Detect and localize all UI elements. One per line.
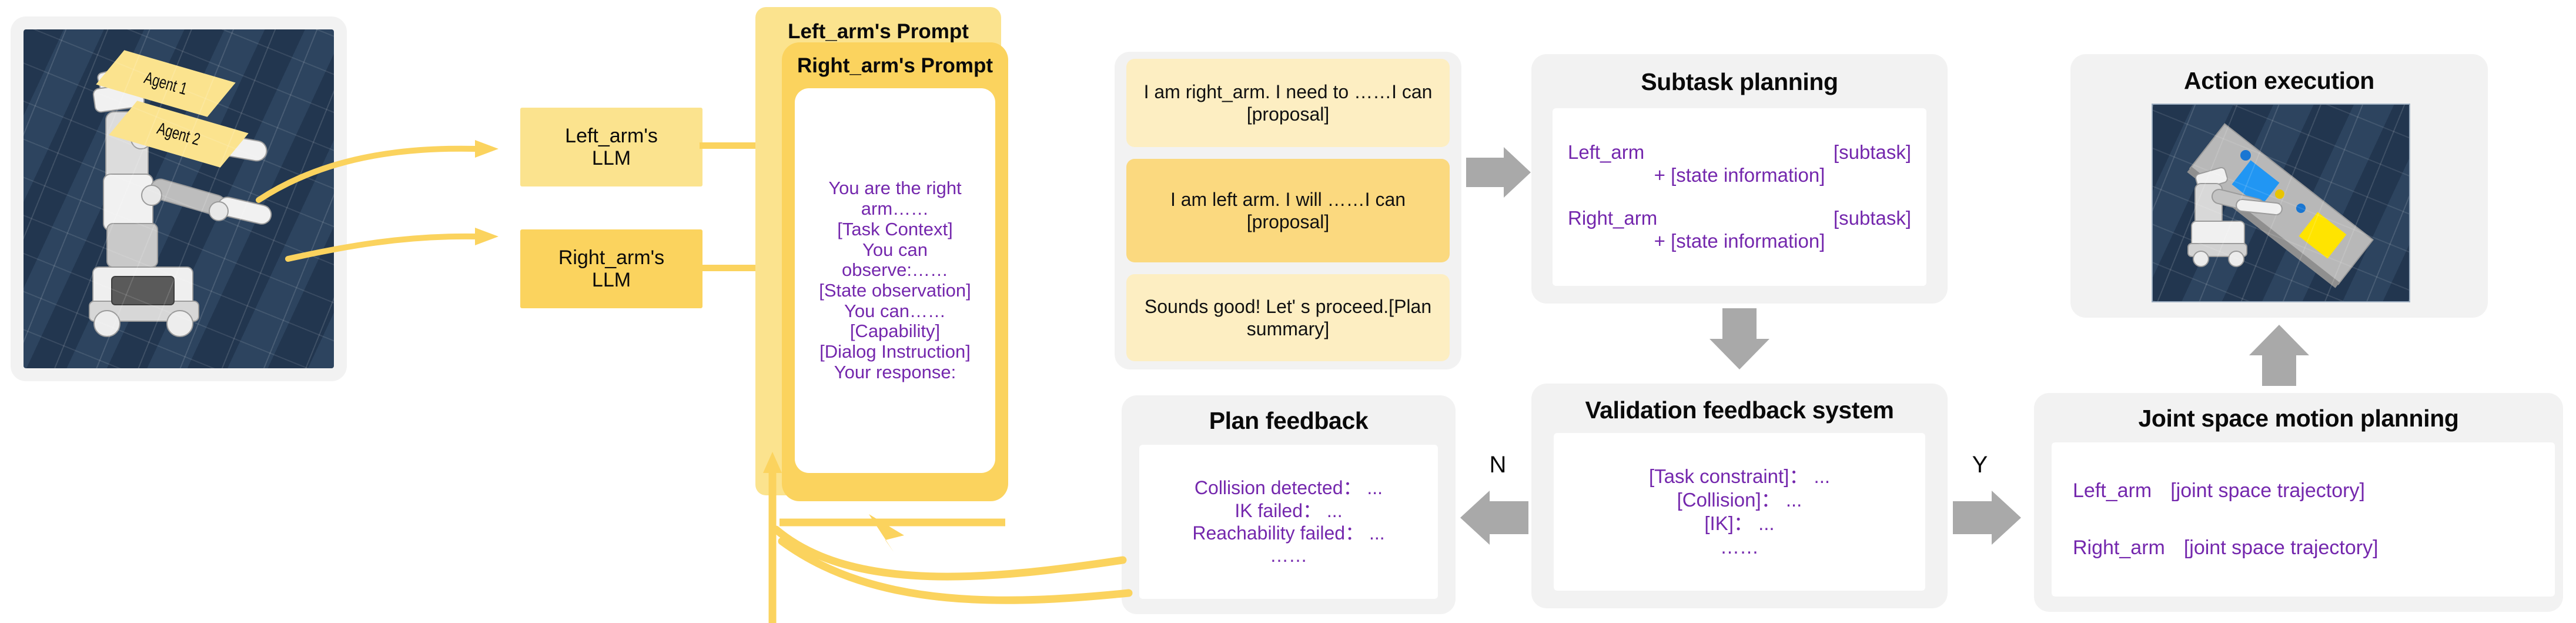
joint-space-body: Left_arm [joint space trajectory] Right_… — [2052, 442, 2555, 597]
feedback-loop-arrows — [763, 452, 1133, 623]
action-scene-illustration — [2187, 123, 2374, 288]
subtask-row-task: [subtask] — [1833, 207, 1911, 229]
validation-line: [IK]： ... — [1704, 512, 1775, 534]
joint-space-panel: Joint space motion planning Left_arm [jo… — [2034, 393, 2563, 612]
joint-space-row-arm: Left_arm — [2073, 479, 2152, 502]
validation-line: …… — [1720, 536, 1759, 558]
action-execution-panel: Action execution — [2070, 54, 2488, 318]
prompt-line: observe:…… — [842, 259, 948, 281]
right-arm-prompt-body: You are the right arm…… [Task Context] Y… — [795, 88, 995, 473]
dialogue-bubble-1[interactable]: I am right_arm. I need to ……I can [propo… — [1126, 59, 1450, 147]
prompt-line: [Task Context] — [837, 218, 953, 239]
subtask-planning-panel: Subtask planning Left_arm [subtask] + [s… — [1531, 54, 1948, 304]
joint-space-row-traj: [joint space trajectory] — [2170, 479, 2365, 502]
branch-label-no: N — [1489, 452, 1507, 478]
validation-feedback-panel: Validation feedback system [Task constra… — [1531, 384, 1948, 608]
plan-feedback-body: Collision detected： ... IK failed： ... R… — [1139, 445, 1438, 599]
validation-feedback-title: Validation feedback system — [1585, 397, 1894, 424]
prompt-line: You are the right — [828, 178, 962, 199]
dialogue-panel: I am right_arm. I need to ……I can [propo… — [1115, 52, 1461, 369]
plan-feedback-title: Plan feedback — [1209, 407, 1369, 434]
subtask-row-arm: Right_arm — [1568, 207, 1658, 229]
joint-space-title: Joint space motion planning — [2138, 405, 2459, 432]
dialogue-bubble-3[interactable]: Sounds good! Let' s proceed.[Plan summar… — [1126, 274, 1450, 361]
subtask-row-task: [subtask] — [1833, 141, 1911, 164]
validation-line: [Task constraint]： ... — [1648, 465, 1831, 487]
validation-feedback-body: [Task constraint]： ... [Collision]： ... … — [1554, 433, 1925, 591]
prompt-line: You can…… — [844, 300, 946, 321]
right-arm-prompt-card[interactable]: Right_arm's Prompt You are the right arm… — [782, 42, 1008, 501]
prompt-line: [Capability] — [849, 321, 941, 342]
validation-to-planfeedback-arrow — [1460, 491, 1528, 545]
dialogue-bubble-1-text: I am right_arm. I need to ……I can [propo… — [1143, 81, 1433, 125]
prompt-line: You can — [862, 239, 928, 260]
action-execution-title: Action execution — [2184, 67, 2374, 94]
prompt-line: Your response: — [834, 361, 956, 382]
branch-label-yes: Y — [1972, 452, 1988, 478]
plan-feedback-line: Reachability failed： ... — [1192, 522, 1385, 544]
simulation-panel: Agent 1 Agent 2 — [11, 16, 347, 381]
subtask-row-extra: + [state information] — [1654, 229, 1825, 252]
dialogue-to-subtask-arrow — [1466, 147, 1531, 198]
simulation-viewport: Agent 1 Agent 2 — [24, 29, 334, 368]
dialogue-bubble-2[interactable]: I am left arm. I will ……I can [proposal] — [1126, 159, 1450, 262]
plan-feedback-line: Collision detected： ... — [1194, 477, 1383, 499]
validation-line: [Collision]： ... — [1677, 488, 1802, 511]
subtask-planning-body: Left_arm [subtask] + [state information]… — [1553, 108, 1926, 286]
prompt-line: [Dialog Instruction] — [819, 341, 971, 362]
subtask-row-extra: + [state information] — [1654, 164, 1825, 186]
plan-feedback-panel: Plan feedback Collision detected： ... IK… — [1122, 395, 1456, 614]
joint-space-row-arm: Right_arm — [2073, 537, 2165, 559]
plan-feedback-line: …… — [1270, 545, 1307, 567]
prompt-line: [State observation] — [819, 280, 971, 301]
dialogue-bubble-2-text: I am left arm. I will ……I can [proposal] — [1170, 188, 1406, 232]
plan-feedback-line: IK failed： ... — [1235, 499, 1343, 521]
agent-leader-lines — [256, 140, 499, 262]
jointspace-to-action-arrow — [2249, 325, 2309, 386]
subtask-planning-title: Subtask planning — [1641, 68, 1838, 95]
prompt-line: arm…… — [861, 198, 929, 219]
subtask-row-arm: Left_arm — [1568, 141, 1645, 164]
subtask-to-validation-arrow — [1709, 308, 1769, 369]
dialogue-bubble-3-text: Sounds good! Let' s proceed.[Plan summar… — [1144, 295, 1432, 339]
agent-tag-1-label: Agent 1 — [142, 68, 190, 99]
action-execution-viewport — [2152, 104, 2410, 302]
validation-to-jointspace-arrow — [1953, 491, 2021, 545]
agent-tag-2-label: Agent 2 — [155, 118, 203, 149]
joint-space-row-traj: [joint space trajectory] — [2183, 537, 2378, 559]
right-arm-prompt-title: Right_arm's Prompt — [797, 54, 993, 77]
left-arm-prompt-title: Left_arm's Prompt — [788, 20, 969, 43]
